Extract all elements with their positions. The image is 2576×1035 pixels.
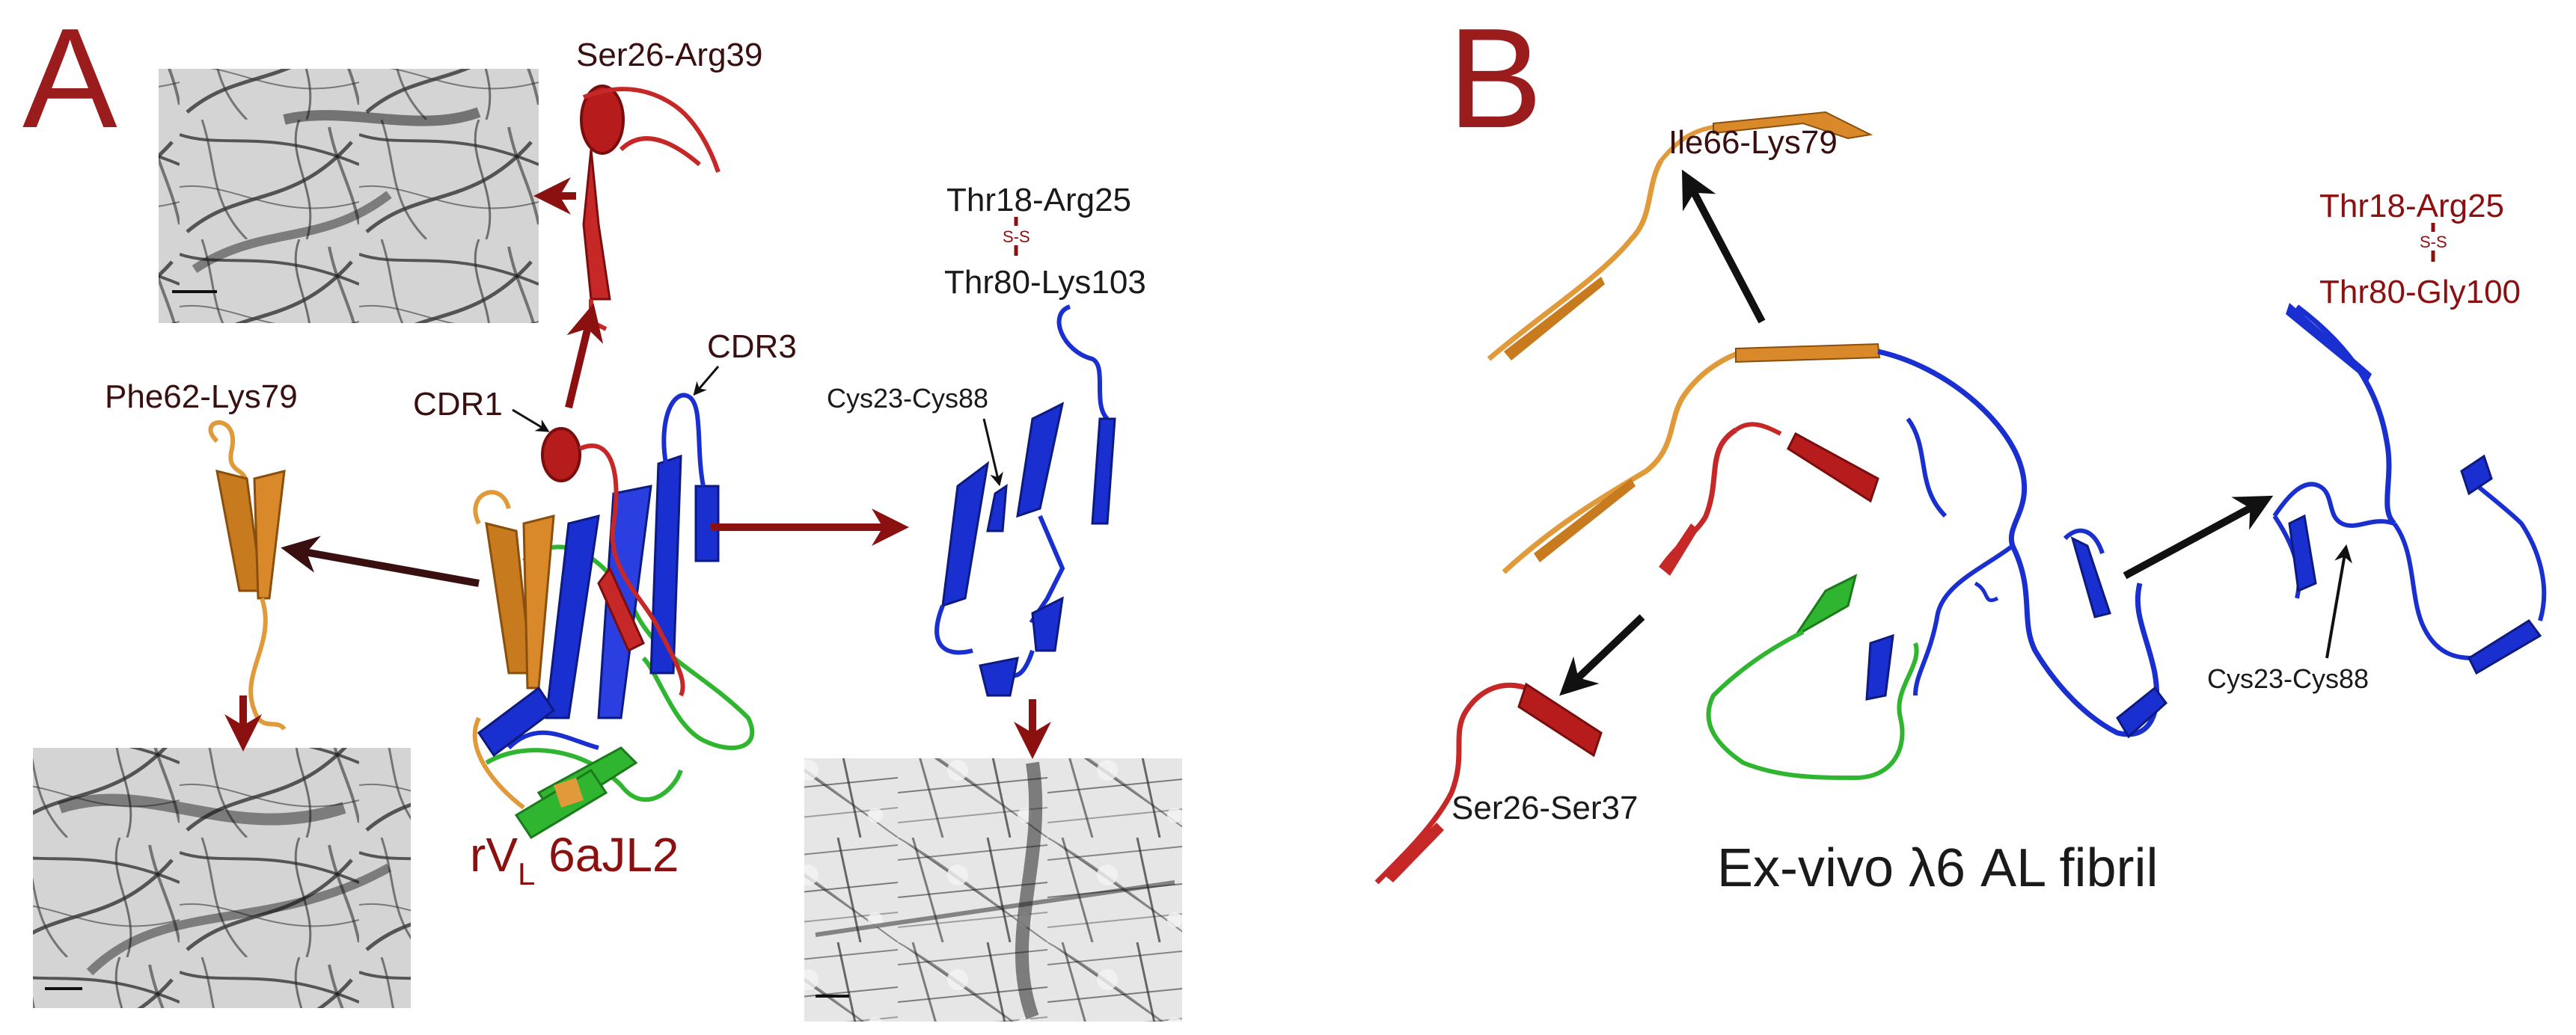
label-cys23-cys88-a: Cys23-Cys88 xyxy=(827,383,988,414)
arrow-to-right-fragment-b xyxy=(2123,495,2274,580)
label-thr80-gly100: Thr80-Gly100 xyxy=(2319,274,2521,310)
micrograph-top-left xyxy=(159,69,539,323)
micrograph-bottom-center xyxy=(804,758,1182,1022)
fragment-thr18-thr80-a xyxy=(934,304,1116,697)
label-thr18-arg25-a: Thr18-Arg25 xyxy=(946,182,1131,218)
label-cdr3: CDR3 xyxy=(707,328,797,365)
arrow-cdr3 xyxy=(693,366,720,396)
arrow-to-phe62 xyxy=(281,535,480,587)
panel-b-letter: B xyxy=(1448,0,1543,158)
fragment-thr18-thr80-b xyxy=(2272,303,2547,675)
label-rvl-6ajl2: rVL 6aJL2 xyxy=(470,828,679,891)
arrow-to-ser26-ser37 xyxy=(1559,614,1645,696)
fragment-phe62-lys79 xyxy=(208,420,287,731)
label-cdr1: CDR1 xyxy=(413,386,503,423)
label-thr80-lys103: Thr80-Lys103 xyxy=(944,264,1146,301)
arrow-cys23-cys88-a xyxy=(982,418,1003,487)
arrow-to-ile66 xyxy=(1682,169,1766,324)
label-rvl-subscript: L xyxy=(518,856,535,891)
fragment-ser26-ser37 xyxy=(1374,682,1603,885)
label-ile66-lys79: Ile66-Lys79 xyxy=(1668,124,1838,161)
arrow-cdr1 xyxy=(512,408,550,432)
label-ser26-ser37: Ser26-Ser37 xyxy=(1451,790,1638,826)
label-rvl-main: rV xyxy=(470,828,518,882)
fragment-ile66-lys79 xyxy=(1487,111,1873,361)
label-cys23-cys88-b: Cys23-Cys88 xyxy=(2207,663,2369,694)
micrograph-bottom-left xyxy=(33,748,411,1008)
caption-ex-vivo-fibril: Ex-vivo λ6 AL fibril xyxy=(1717,838,2159,898)
ex-vivo-fibril-structure xyxy=(1502,343,2168,781)
fragment-ser26-arg39 xyxy=(580,85,721,331)
label-ss-a: S-S xyxy=(1003,227,1030,246)
arrow-cdr1-to-ser26 xyxy=(565,303,604,409)
label-phe62-lys79: Phe62-Lys79 xyxy=(105,378,298,415)
label-ss-b: S-S xyxy=(2420,233,2447,251)
arrow-cys23-cys88-b xyxy=(2325,544,2352,659)
label-rvl-rest: 6aJL2 xyxy=(535,828,679,882)
panel-a-letter: A xyxy=(22,0,117,158)
rvl-6ajl2-structure xyxy=(472,393,755,840)
label-thr18-arg25-b: Thr18-Arg25 xyxy=(2319,188,2504,224)
label-ser26-arg39: Ser26-Arg39 xyxy=(576,37,762,73)
